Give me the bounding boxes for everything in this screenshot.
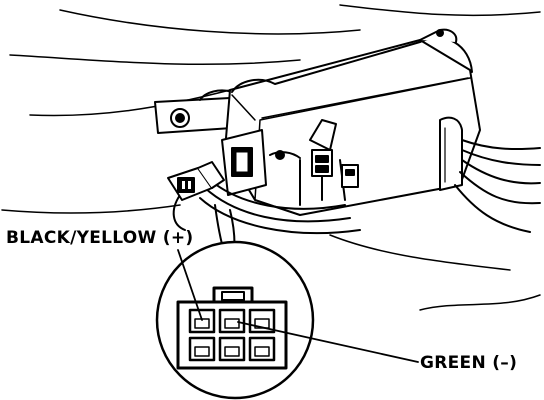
- terminal-pin: [194, 346, 210, 357]
- connector-terminal-grid: [188, 308, 276, 362]
- green-leader-line: [237, 321, 419, 363]
- black-yellow-leader-line: [177, 249, 203, 321]
- wiring-harness-right: [454, 139, 541, 233]
- mounting-bracket: [154, 89, 233, 134]
- terminal-pin: [254, 346, 270, 357]
- terminal-pin: [224, 318, 240, 329]
- black-yellow-positive-label: BLACK/YELLOW (+): [6, 228, 194, 248]
- green-negative-label: GREEN (–): [420, 353, 518, 373]
- box-connector-socket: [221, 129, 267, 196]
- inline-connectors: [269, 119, 359, 206]
- harness-to-connector: [172, 179, 361, 235]
- background-contour-lines: [1, 4, 541, 311]
- callout-leader-lines: [177, 249, 419, 363]
- terminal-pin: [224, 346, 240, 357]
